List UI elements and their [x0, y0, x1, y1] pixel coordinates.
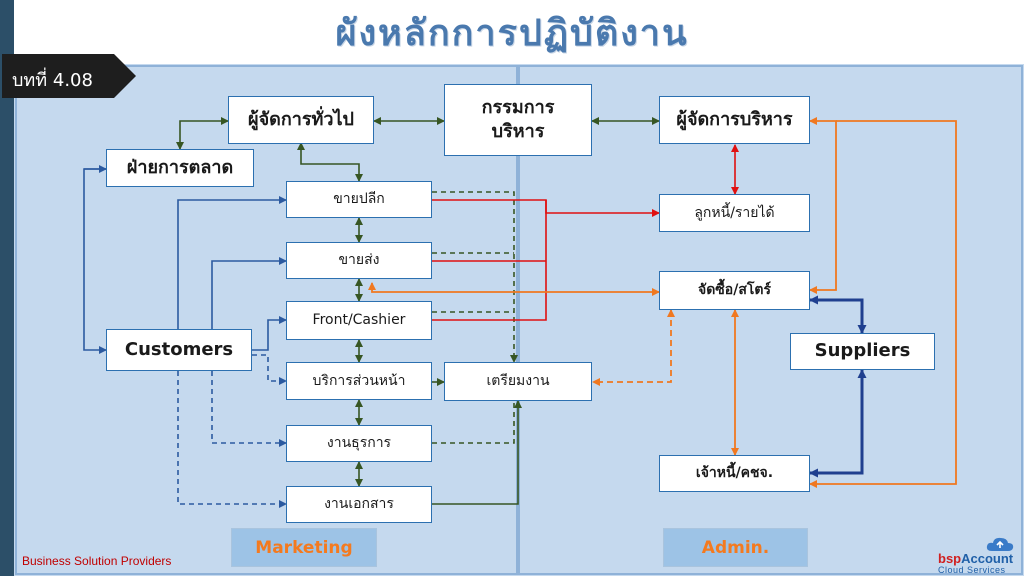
admin-section-label: Admin. [663, 528, 808, 567]
logo-brand-name: Account [961, 551, 1014, 566]
logo-tagline: Cloud Services [938, 565, 1006, 575]
suppliers-payables-line [809, 369, 867, 478]
gm-marketing-line [176, 117, 229, 150]
front-cashier-box: Front/Cashier [286, 301, 432, 340]
front-receivables-line [432, 200, 547, 321]
customers-box: Customers [106, 329, 252, 371]
business-affairs-box: งานธุรการ [286, 425, 432, 462]
logo-brand: bspAccount [938, 551, 1013, 566]
preparation-box: เตรียมงาน [444, 362, 592, 401]
page-title: ผังหลักการปฏิบัติงาน [335, 13, 689, 54]
wholesale-box: ขายส่ง [286, 242, 432, 279]
retail-preparation-line [432, 191, 518, 363]
chapter-tag: บทที่ 4.08 [2, 53, 136, 99]
general-manager-box: ผู้จัดการทั่วไป [228, 96, 374, 144]
cloud-icon [986, 537, 1014, 551]
chapter-label: บทที่ 4.08 [12, 70, 93, 91]
customers-to-documents-line [177, 362, 287, 508]
marketing-section-label: Marketing [231, 528, 377, 567]
marketing-dept-box: ฝ่ายการตลาด [106, 149, 254, 187]
payables-box: เจ้าหนี้/คชจ. [659, 455, 810, 492]
gm-retail-line [297, 142, 363, 182]
purchasing-box: จัดซื้อ/สโตร์ [659, 271, 810, 310]
admin-manager-box: ผู้จัดการบริหาร [659, 96, 810, 144]
wholesale-purchasing-line [368, 282, 660, 296]
customers-to-front-cashier-line [252, 316, 287, 351]
purchasing-preparation-line [592, 309, 675, 386]
left-accent-strip [0, 0, 14, 576]
documents-preparation-line [432, 400, 522, 505]
admin-purchasing-line [809, 117, 837, 294]
customers-to-business-affairs-line [211, 362, 287, 447]
admin-payables-line [809, 120, 957, 488]
customers-to-front-service-line [252, 354, 287, 385]
receivables-box: ลูกหนี้/รายได้ [659, 194, 810, 232]
board-box: กรรมการ บริหาร [444, 84, 592, 156]
front-service-box: บริการส่วนหน้า [286, 362, 432, 400]
documents-box: งานเอกสาร [286, 486, 432, 523]
bsp-account-logo: bspAccount Cloud Services [930, 536, 1024, 576]
affairs-preparation-line [432, 401, 515, 444]
retail-box: ขายปลีก [286, 181, 432, 218]
footer-text: Business Solution Providers [22, 554, 172, 568]
suppliers-box: Suppliers [790, 333, 935, 370]
purchasing-suppliers-line [809, 295, 867, 334]
logo-brand-prefix: bsp [938, 551, 962, 566]
